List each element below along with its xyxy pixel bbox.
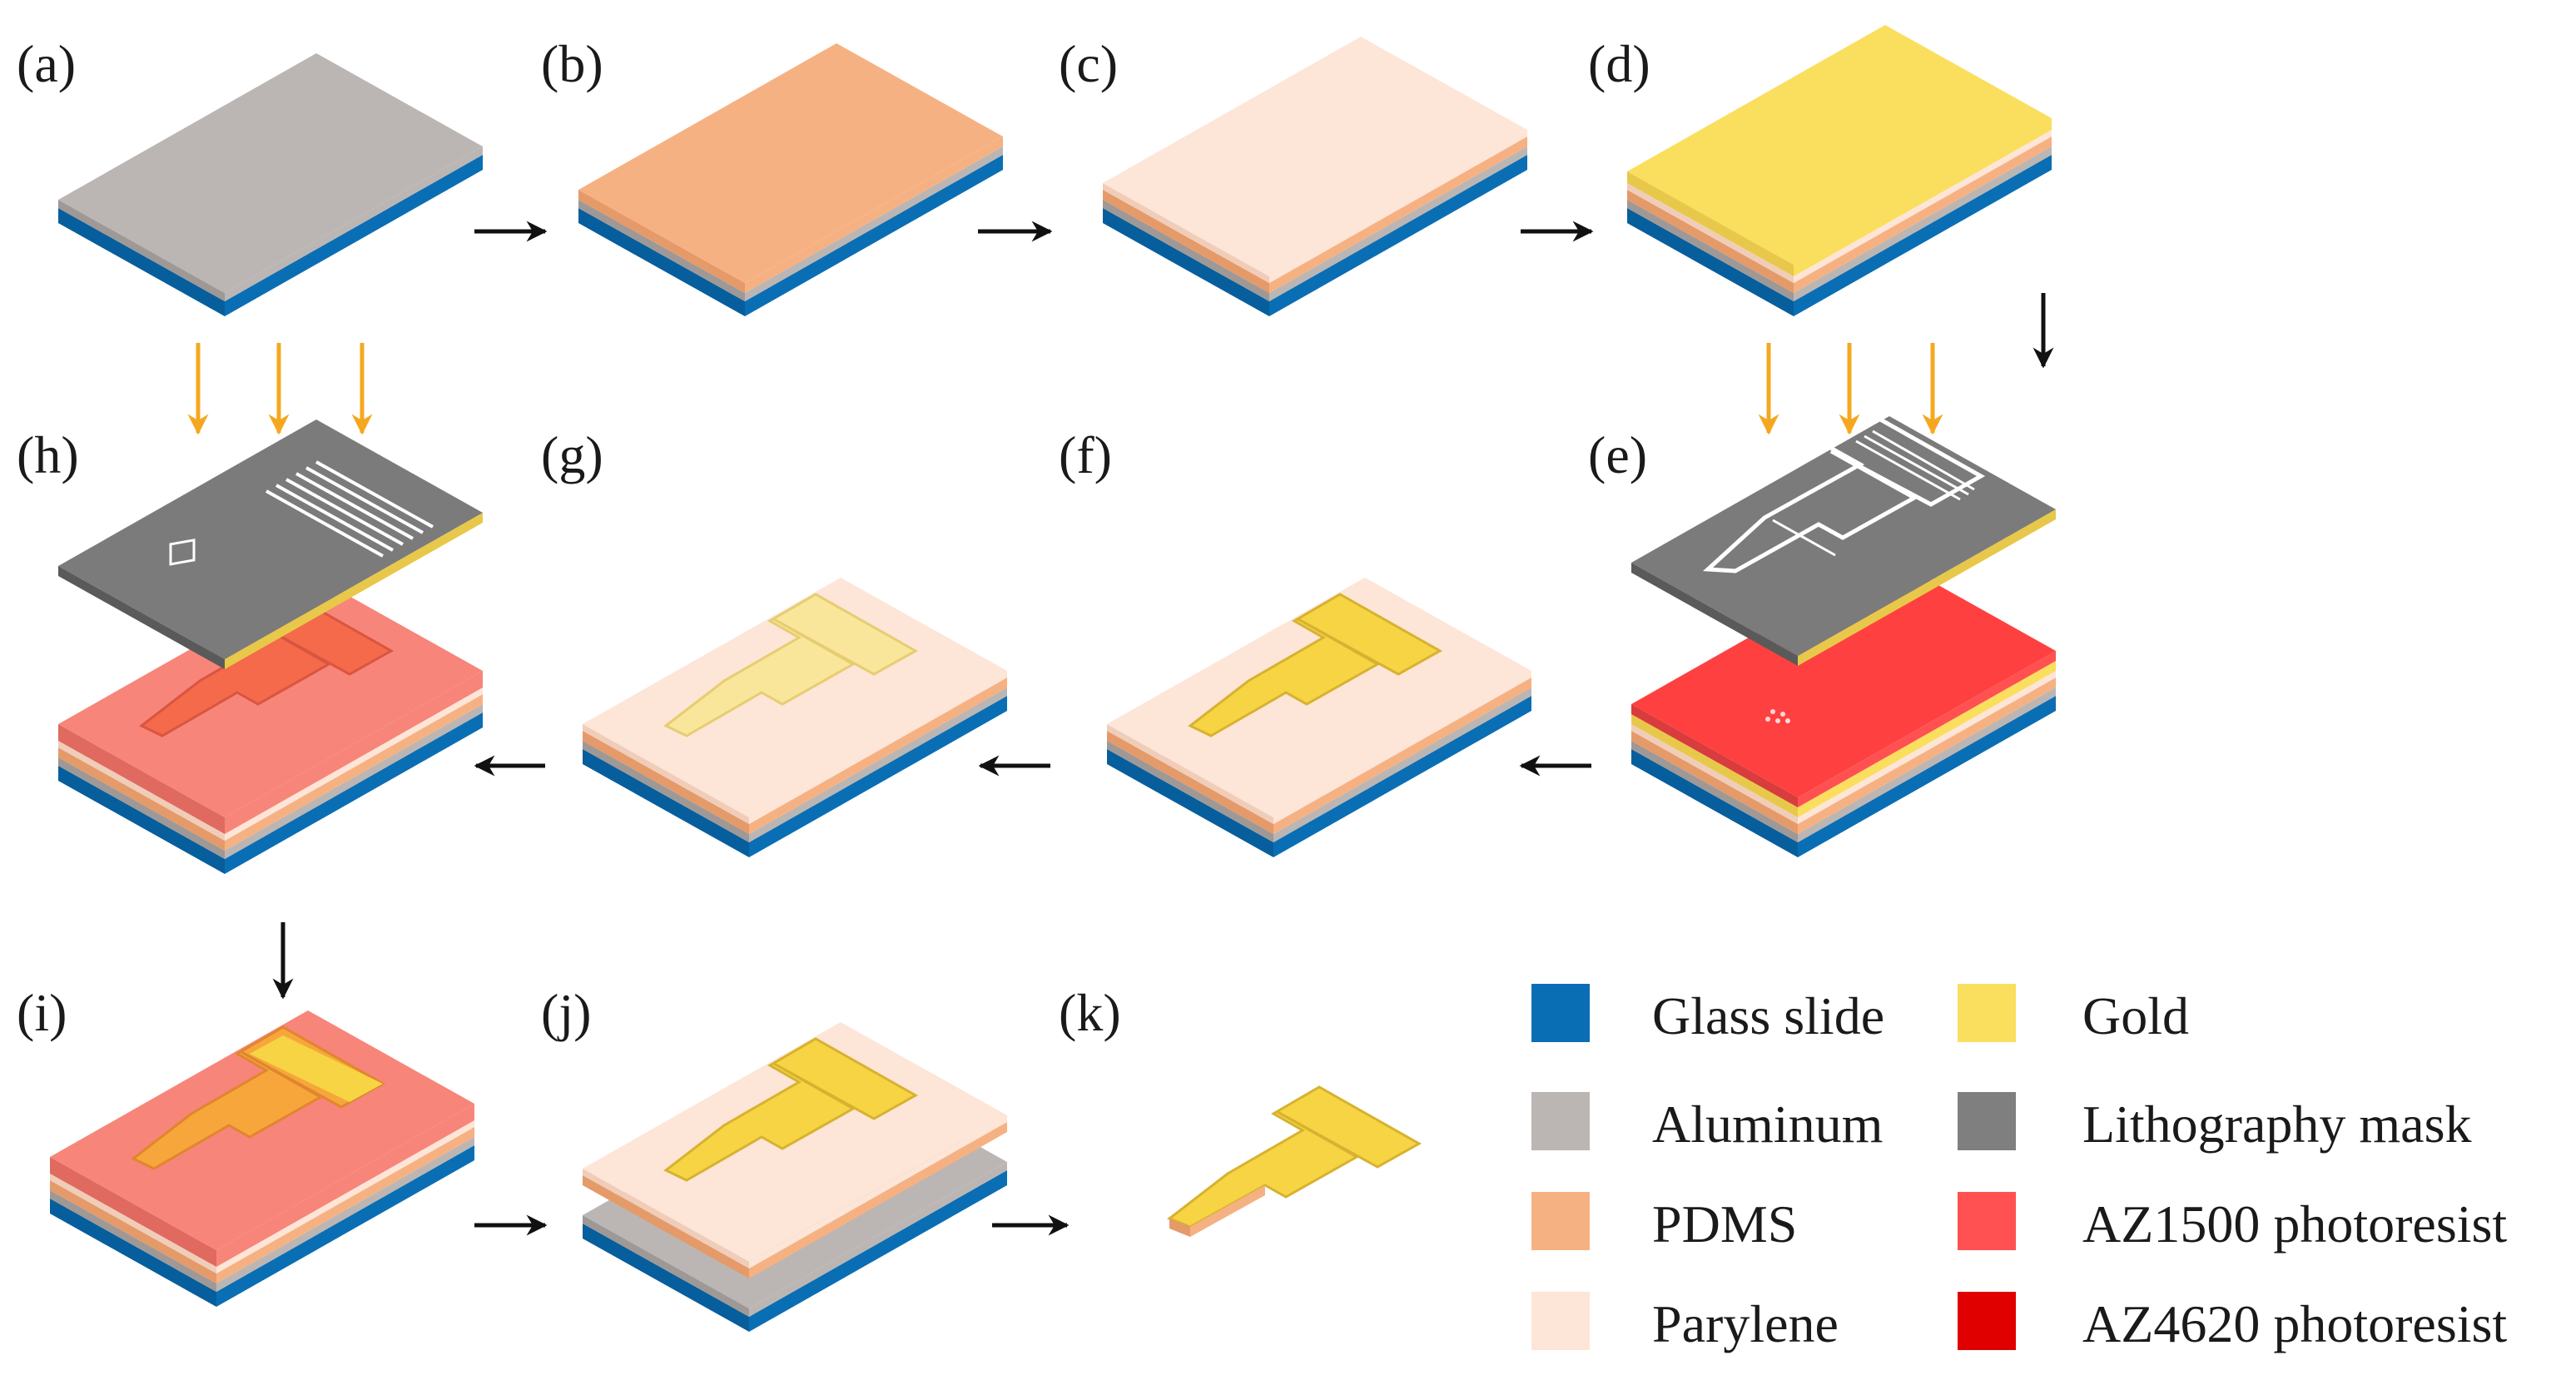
legend-label-parylene: Parylene: [1652, 1294, 1839, 1353]
legend-label-aluminum: Aluminum: [1652, 1095, 1883, 1154]
stack-a: [58, 53, 483, 316]
legend-label-glass: Glass slide: [1652, 986, 1884, 1045]
legend-swatch-aluminum: [1531, 1092, 1590, 1150]
uv-arrows-e: [1758, 343, 1943, 435]
legend-swatch-parylene: [1531, 1292, 1590, 1350]
legend-swatch-az4620: [1958, 1292, 2016, 1350]
legend-label-pdms: PDMS: [1652, 1194, 1797, 1254]
stack-b: [578, 43, 1003, 316]
step-label-i: (i): [17, 983, 67, 1042]
legend-swatch-glass: [1531, 984, 1590, 1042]
stack-c: [1103, 37, 1527, 316]
legend-swatch-gold: [1958, 984, 2016, 1042]
step-label-k: (k): [1059, 983, 1121, 1042]
stack-j: [583, 1022, 1007, 1332]
step-label-j: (j): [541, 983, 591, 1042]
stack-d: [1627, 25, 2052, 316]
step-label-h: (h): [17, 425, 79, 484]
stack-g: [583, 578, 1007, 857]
stack-e: [1631, 410, 2056, 857]
step-label-f: (f): [1059, 425, 1112, 484]
legend-label-az4620: AZ4620 photoresist: [2082, 1294, 2507, 1353]
legend-label-mask: Lithography mask: [2082, 1095, 2471, 1154]
step-label-c: (c): [1059, 34, 1118, 93]
stack-h: [58, 420, 483, 874]
step-label-d: (d): [1588, 34, 1650, 93]
legend-swatch-az1500: [1958, 1192, 2016, 1250]
step-label-b: (b): [541, 34, 603, 93]
legend-label-az1500: AZ1500 photoresist: [2082, 1194, 2507, 1254]
step-label-a: (a): [17, 34, 76, 93]
legend-label-gold: Gold: [2082, 986, 2189, 1045]
uv-arrows-h: [187, 343, 373, 435]
stack-f: [1107, 578, 1531, 857]
legend-swatch-pdms: [1531, 1192, 1590, 1250]
flow-arrows: [272, 221, 2054, 1236]
final-device-k: [1167, 1085, 1422, 1237]
step-label-g: (g): [541, 425, 603, 484]
legend-swatch-mask: [1958, 1092, 2016, 1150]
stack-i: [50, 1010, 474, 1307]
step-labels: (a) (b) (c) (d) (e) (f) (g) (h) (i) (j) …: [17, 34, 1650, 1042]
legend: Glass slide Aluminum PDMS Parylene Gold …: [1531, 984, 2507, 1353]
step-label-e: (e): [1588, 425, 1647, 484]
